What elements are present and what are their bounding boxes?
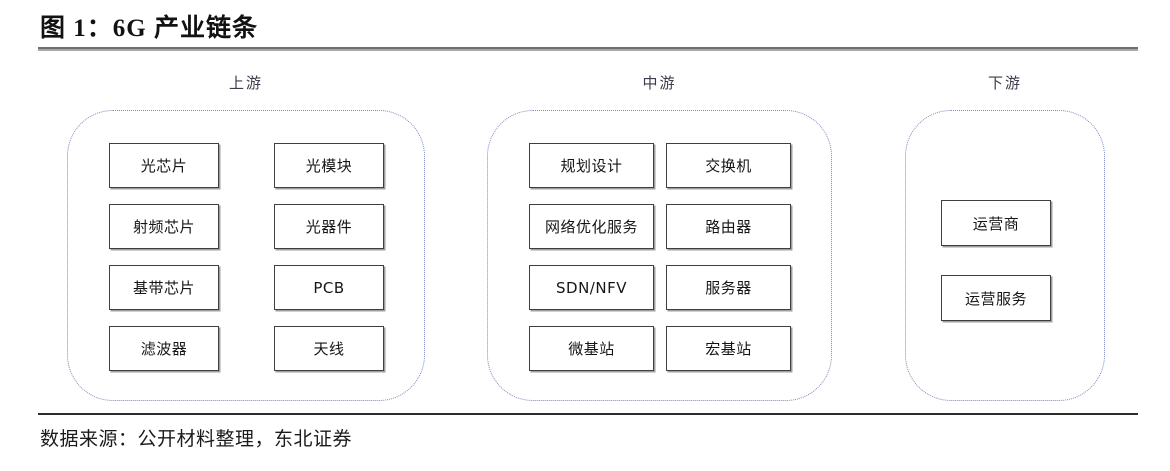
node-column: 光模块 光器件 PCB 天线 [274, 143, 384, 371]
stage-container-midstream [487, 110, 832, 401]
node-box: 滤波器 [109, 326, 219, 371]
node-column: 光芯片 射频芯片 基带芯片 滤波器 [109, 143, 219, 371]
node-box: 光模块 [274, 143, 384, 188]
node-box: 基带芯片 [109, 265, 219, 310]
node-box: PCB [274, 265, 384, 310]
node-column: 运营商 运营服务 [941, 200, 1051, 321]
node-grid-upstream: 光芯片 射频芯片 基带芯片 滤波器 光模块 光器件 PCB 天线 [109, 143, 384, 371]
node-box: SDN/NFV [529, 265, 654, 310]
node-box: 宏基站 [666, 326, 791, 371]
source-note: 数据来源：公开材料整理，东北证券 [40, 429, 353, 450]
node-column: 规划设计 网络优化服务 SDN/NFV 微基站 [529, 143, 654, 371]
node-box: 交换机 [666, 143, 791, 188]
node-box: 路由器 [666, 204, 791, 249]
stage-container-upstream [67, 110, 425, 401]
node-box: 天线 [274, 326, 384, 371]
node-box: 规划设计 [529, 143, 654, 188]
node-box: 光芯片 [109, 143, 219, 188]
node-grid-downstream: 运营商 运营服务 [941, 200, 1051, 321]
node-box: 服务器 [666, 265, 791, 310]
stage-label-upstream: 上游 [228, 76, 263, 92]
node-box: 运营商 [941, 200, 1051, 246]
node-box: 微基站 [529, 326, 654, 371]
page-title: 图 1：6G 产业链条 [40, 15, 258, 42]
title-divider [38, 47, 1138, 51]
stage-container-downstream [905, 110, 1105, 401]
stage-label-downstream: 下游 [987, 76, 1022, 92]
node-box: 运营服务 [941, 275, 1051, 321]
node-box: 网络优化服务 [529, 204, 654, 249]
node-box: 光器件 [274, 204, 384, 249]
node-column: 交换机 路由器 服务器 宏基站 [666, 143, 791, 371]
source-divider [38, 413, 1138, 415]
node-grid-midstream: 规划设计 网络优化服务 SDN/NFV 微基站 交换机 路由器 服务器 宏基站 [529, 143, 791, 371]
node-box: 射频芯片 [109, 204, 219, 249]
stage-label-midstream: 中游 [642, 76, 677, 92]
